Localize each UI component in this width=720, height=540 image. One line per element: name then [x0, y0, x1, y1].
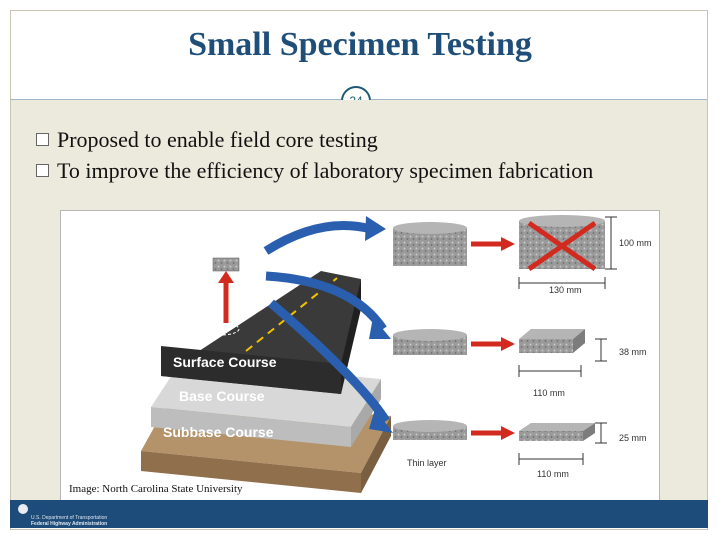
dimension-label: 110 mm	[533, 388, 565, 398]
red-arrows	[471, 241, 503, 436]
arrow-head	[365, 216, 386, 241]
footer-bar	[10, 500, 708, 528]
arrow-head	[501, 426, 515, 440]
slide-title: Small Specimen Testing	[188, 26, 532, 63]
checkbox-bullet-icon	[36, 164, 49, 177]
title-area	[11, 11, 707, 98]
dimension-lines	[518, 216, 617, 465]
layer-label: Base Course	[179, 388, 265, 404]
footer-agency: Federal Highway Administration	[31, 521, 108, 527]
thin-layer-label: Thin layer	[407, 458, 447, 468]
bullet-text: To improve the efficiency of laboratory …	[57, 158, 594, 183]
checkbox-bullet-icon	[36, 133, 49, 146]
arrow-head	[369, 317, 391, 339]
dimension-label: 25 mm	[619, 433, 647, 443]
bullet-text: Proposed to enable field core testing	[57, 127, 378, 152]
arrow-head	[501, 337, 515, 351]
dot-logo-icon	[18, 504, 28, 514]
core-specimens	[393, 222, 467, 440]
footer-department: U.S. Department of Transportation	[31, 515, 108, 521]
dimension-label: 130 mm	[549, 285, 582, 295]
layer-label: Surface Course	[173, 354, 277, 370]
dimension-label: 38 mm	[619, 347, 647, 357]
arrow-head	[501, 237, 515, 251]
dimension-label: 100 mm	[619, 238, 652, 248]
layer-label: Subbase Course	[163, 424, 274, 440]
pavement-cross-section	[141, 257, 391, 493]
bullet-item: To improve the efficiency of laboratory …	[36, 155, 593, 186]
dimension-label: 110 mm	[537, 469, 569, 479]
bullet-item: Proposed to enable field core testing	[36, 124, 593, 155]
arrow-head	[369, 409, 393, 433]
fabricated-specimens	[519, 215, 605, 441]
pavement-specimen-figure: Surface Course Base Course Subbase Cours…	[60, 210, 660, 502]
title-rule-right	[371, 99, 707, 100]
bullet-list: Proposed to enable field core testing To…	[36, 124, 593, 186]
specimen-diagram: Surface Course Base Course Subbase Cours…	[141, 215, 652, 493]
slide-frame	[10, 10, 708, 530]
blue-arrows	[263, 220, 390, 424]
image-credit: Image: North Carolina State University	[69, 483, 243, 495]
title-rule-left	[11, 99, 341, 100]
